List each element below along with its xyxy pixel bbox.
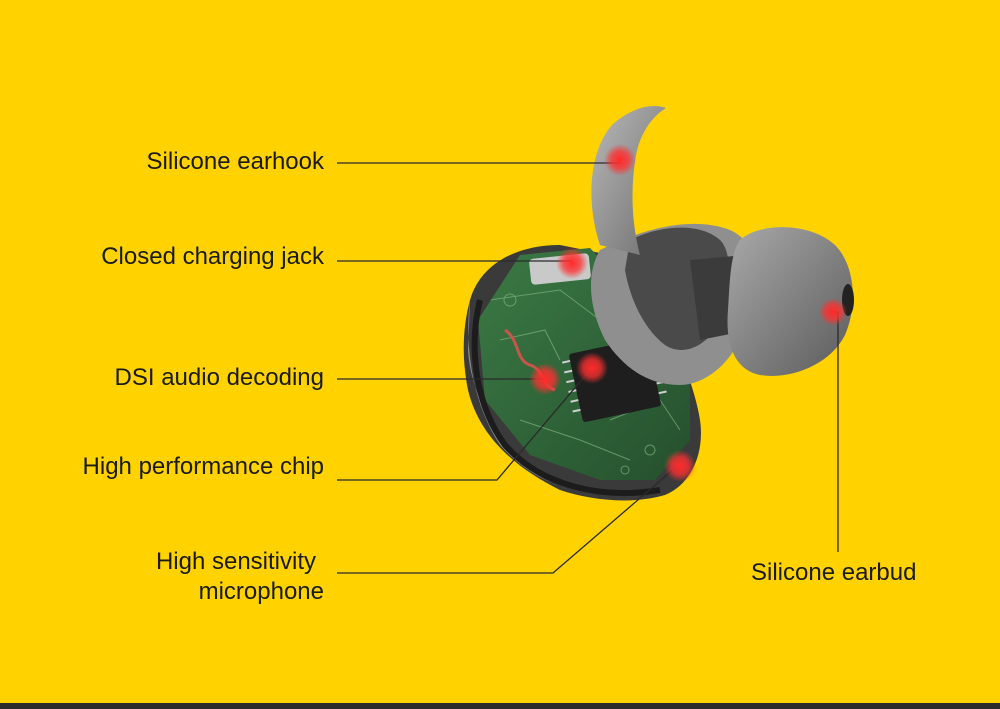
label-silicone-earhook: Silicone earhook [146, 148, 324, 175]
hotspot-earbud [819, 298, 847, 326]
leader-line-chip [337, 369, 591, 481]
leader-lines [337, 162, 839, 574]
hotspot-charging-jack [556, 247, 588, 279]
hotspot-audio-decoding [529, 363, 561, 395]
hotspot-earhook [604, 144, 636, 176]
hotspot-chip [576, 352, 608, 384]
hotspot-microphone [664, 450, 696, 482]
label-microphone-line1: High sensitivity [155, 548, 316, 575]
label-closed-charging-jack: Closed charging jack [101, 243, 324, 270]
earhook [591, 105, 666, 255]
label-silicone-earbud: Silicone earbud [751, 559, 917, 586]
bottom-bar [0, 703, 1000, 709]
label-dsi-audio-decoding: DSI audio decoding [114, 364, 324, 391]
hotspots [529, 144, 847, 482]
earbud-illustration [463, 105, 854, 501]
ear-tip [727, 227, 853, 376]
label-high-performance-chip: High performance chip [82, 453, 324, 480]
label-microphone-line2: microphone [198, 578, 324, 605]
leader-line-microphone [337, 467, 676, 574]
